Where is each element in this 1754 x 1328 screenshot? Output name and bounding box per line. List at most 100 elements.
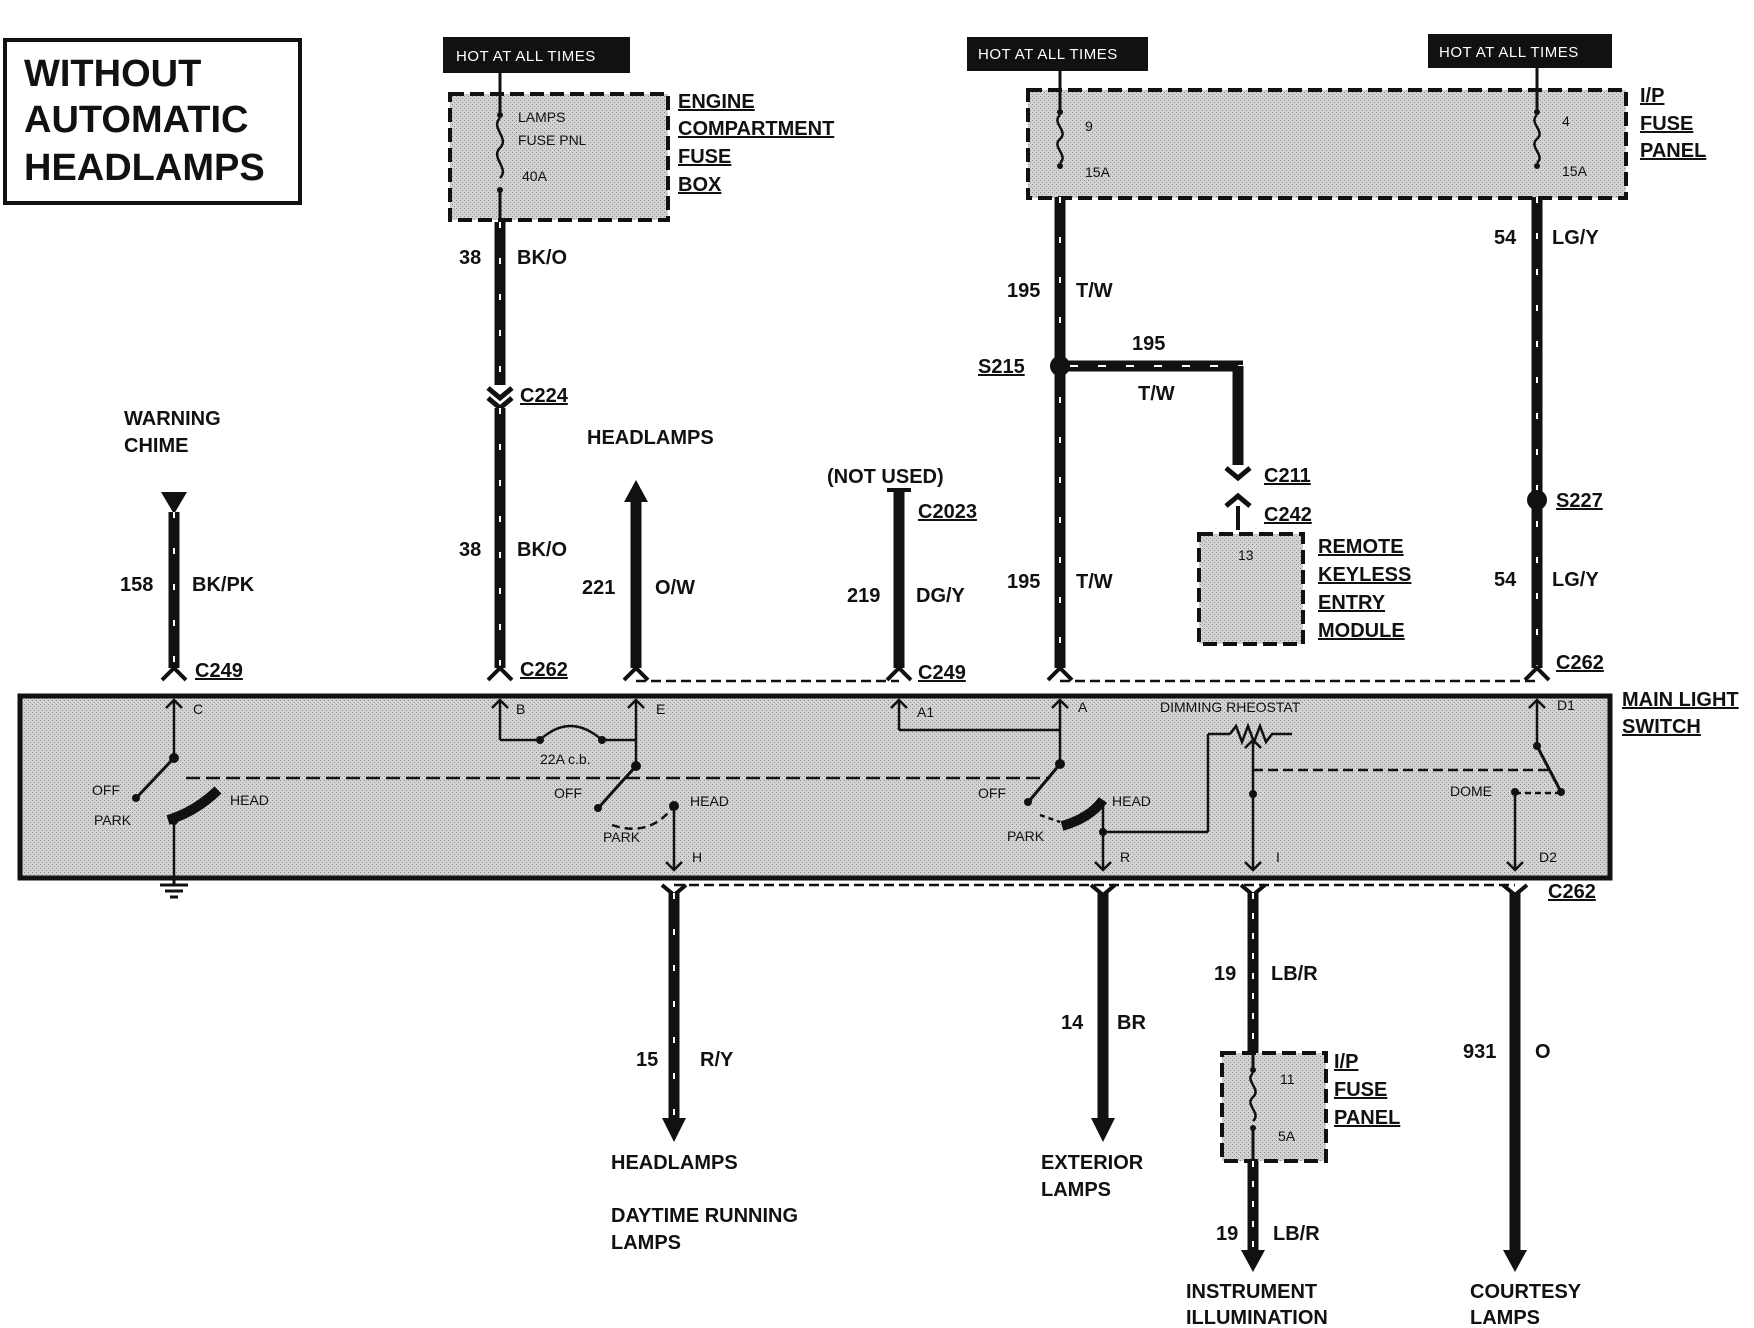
connector-c262-d1: C262 [1556, 652, 1604, 674]
switch1-park: PARK [94, 812, 132, 828]
title-box: WITHOUT AUTOMATIC HEADLAMPS [3, 38, 302, 205]
wire-219-num: 219 [847, 585, 880, 607]
switch3-park: PARK [1007, 828, 1045, 844]
fuse-icon [1056, 114, 1064, 164]
rheostat-label: DIMMING RHEOSTAT [1160, 699, 1301, 715]
fuse-c-amps: 5A [1278, 1128, 1296, 1144]
engine-box-label-3: FUSE [678, 146, 731, 168]
rke-module: 13 REMOTE KEYLESS ENTRY MODULE [1197, 532, 1411, 646]
wire-931-color: O [1535, 1041, 1551, 1063]
wire-195-num-2: 195 [1132, 333, 1165, 355]
wire-38-color-2: BK/O [517, 539, 567, 561]
headlamps-bottom-label: HEADLAMPS [611, 1152, 738, 1174]
wire-19-color-1: LB/R [1271, 963, 1318, 985]
main-light-switch: MAIN LIGHT SWITCH C B E A1 A D1 H R I D2… [17, 689, 1739, 881]
switch1-off: OFF [92, 782, 120, 798]
ip-panel-bottom-label-2: FUSE [1334, 1079, 1387, 1101]
connector-c262-bottom: C262 [1548, 881, 1596, 903]
pin-a1: A1 [917, 704, 934, 720]
hot-label-text: HOT AT ALL TIMES [1439, 44, 1579, 61]
wire-221-num: 221 [582, 577, 615, 599]
wire-54-num-2: 54 [1494, 569, 1517, 591]
wire-158-num: 158 [120, 574, 153, 596]
connector-symbol [1224, 466, 1252, 482]
wire-221: HEADLAMPS 221 O/W [582, 427, 714, 682]
wire-38: 38 BK/O 38 BK/O C224 C262 [459, 222, 569, 682]
wire-19-color-2: LB/R [1273, 1223, 1320, 1245]
title-line-3: HEADLAMPS [24, 147, 265, 189]
connector-symbol [486, 386, 514, 402]
connector-c211: C211 [1264, 465, 1311, 487]
circuit-breaker-icon [539, 724, 603, 741]
switch3-head: HEAD [1112, 793, 1151, 809]
pin-d1: D1 [1557, 697, 1575, 713]
arrow-down-icon [1503, 1250, 1527, 1272]
engine-box-label-2: COMPARTMENT [678, 118, 834, 140]
pin-i: I [1276, 849, 1280, 865]
switch1-head: HEAD [230, 792, 269, 808]
switch3-off: OFF [978, 785, 1006, 801]
drl-label-1: DAYTIME RUNNING [611, 1205, 798, 1227]
engine-fuse-inner-2: FUSE PNL [518, 132, 587, 148]
wire-195: 195 T/W 195 T/W 195 T/W S215 C211 C242 [978, 197, 1312, 682]
warning-chime-arrow-icon [161, 492, 187, 514]
wire-15-color: R/Y [700, 1049, 734, 1071]
pin-e: E [656, 701, 665, 717]
hot-label-ip-left: HOT AT ALL TIMES [967, 37, 1148, 71]
exterior-label-2: LAMPS [1041, 1179, 1111, 1201]
wire-38-num-1: 38 [459, 247, 481, 269]
ip-panel-label-2: FUSE [1640, 113, 1693, 135]
rke-label-4: MODULE [1318, 620, 1405, 642]
fuse-c-number: 11 [1280, 1071, 1295, 1087]
pin-d2: D2 [1539, 849, 1557, 865]
wire-195-num-3: 195 [1007, 571, 1040, 593]
wire-54: 54 LG/Y 54 LG/Y S227 C262 [1494, 197, 1604, 682]
warning-chime-line-2: CHIME [124, 435, 188, 457]
arrow-down-icon [1091, 1118, 1115, 1142]
fuse-icon [495, 117, 505, 179]
wire-15-num: 15 [636, 1049, 658, 1071]
pin-r: R [1120, 849, 1130, 865]
splice-s227 [1527, 490, 1547, 510]
wire-38-color-1: BK/O [517, 247, 567, 269]
splice-s227-label: S227 [1556, 490, 1603, 512]
ip-panel-label-3: PANEL [1640, 140, 1706, 162]
wire-54-num-1: 54 [1494, 227, 1517, 249]
main-switch-label-1: MAIN LIGHT [1622, 689, 1739, 711]
switch2-off: OFF [554, 785, 582, 801]
courtesy-label-1: COURTESY [1470, 1281, 1582, 1303]
connector-c2023: C2023 [918, 501, 977, 523]
not-used-label: (NOT USED) [827, 466, 944, 488]
ground-icon [160, 878, 188, 899]
fuse-icon [1249, 1072, 1257, 1122]
hot-label-ip-right: HOT AT ALL TIMES [1428, 34, 1612, 68]
wire-54-color-1: LG/Y [1552, 227, 1599, 249]
title-line-1: WITHOUT [24, 53, 201, 95]
wire-19-num-1: 19 [1214, 963, 1236, 985]
rke-label-3: ENTRY [1318, 592, 1386, 614]
switch2-park: PARK [603, 829, 641, 845]
wire-219-color: DG/Y [916, 585, 966, 607]
arrow-down-icon [1241, 1250, 1265, 1272]
ip-panel-bottom-label-1: I/P [1334, 1051, 1358, 1073]
fuse-b-number: 4 [1562, 113, 1570, 129]
fuse-icon [1533, 114, 1541, 164]
switch2-head: HEAD [690, 793, 729, 809]
exterior-label-1: EXTERIOR [1041, 1152, 1144, 1174]
wire-195-color-2: T/W [1138, 383, 1175, 405]
ip-fuse-panel-top: 9 15A 4 15A I/P FUSE PANEL [1026, 68, 1706, 200]
engine-fuse-amps: 40A [522, 168, 548, 184]
instrument-label-1: INSTRUMENT [1186, 1281, 1317, 1303]
wire-14-color: BR [1117, 1012, 1146, 1034]
headlamps-arrow-icon [624, 480, 648, 502]
title-line-2: AUTOMATIC [24, 99, 248, 141]
dome-label: DOME [1450, 783, 1492, 799]
drl-label-2: LAMPS [611, 1232, 681, 1254]
connector-c224: C224 [520, 385, 569, 407]
connector-c262-b: C262 [520, 659, 568, 681]
wire-54-color-2: LG/Y [1552, 569, 1599, 591]
wire-195-color-1: T/W [1076, 280, 1113, 302]
wire-931-num: 931 [1463, 1041, 1496, 1063]
ip-panel-label-1: I/P [1640, 85, 1664, 107]
